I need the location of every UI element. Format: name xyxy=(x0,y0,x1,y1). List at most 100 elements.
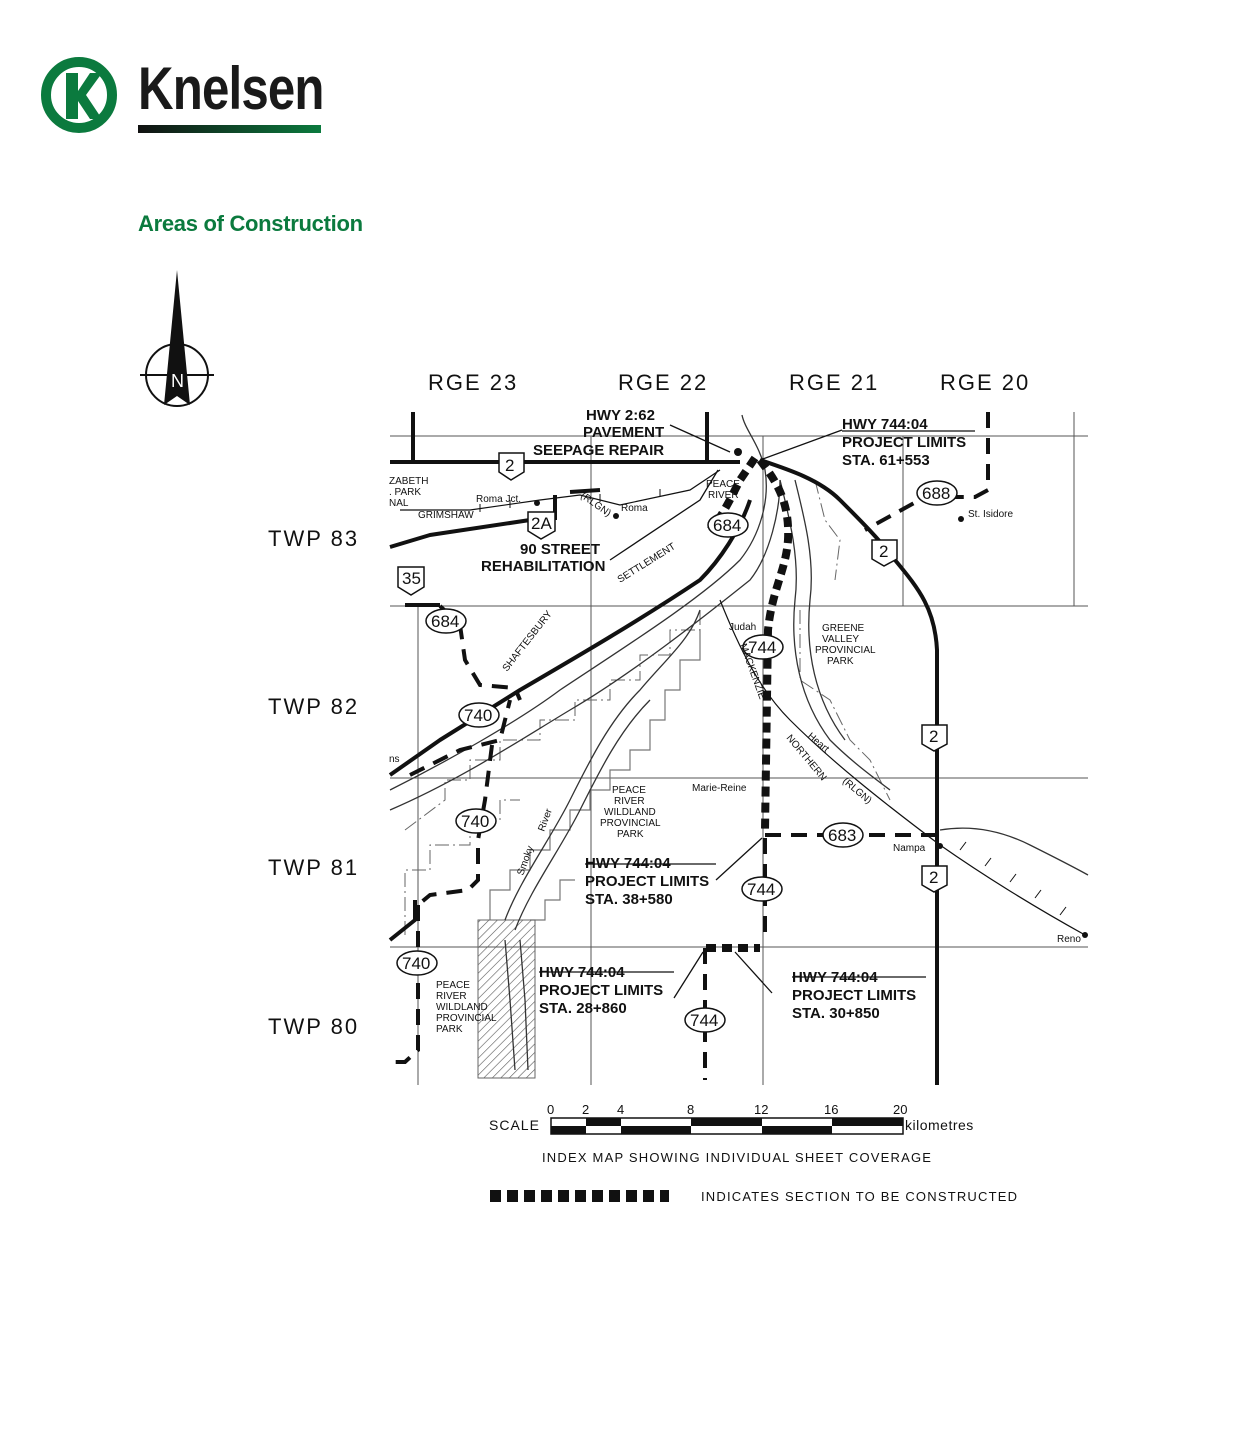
place-judah: Judah xyxy=(729,622,756,633)
place-st-isidore: St. Isidore xyxy=(968,509,1013,520)
logo-wordmark: Knelsen xyxy=(138,55,324,122)
town-markers xyxy=(534,448,1088,938)
shield-740-c: 740 xyxy=(396,950,438,976)
shield-35: 35 xyxy=(397,566,425,596)
svg-text:744: 744 xyxy=(747,880,775,899)
township-label-81: TWP 81 xyxy=(268,855,359,880)
dashed-highways xyxy=(392,412,990,1080)
logo-underline xyxy=(138,125,321,133)
svg-text:35: 35 xyxy=(402,569,421,588)
shield-744-c: 744 xyxy=(684,1007,726,1033)
limit-61553-station: STA. 61+553 xyxy=(842,452,930,469)
section-title: Areas of Construction xyxy=(138,211,363,236)
place-greene-3: PROVINCIAL xyxy=(815,645,876,656)
limit-61553-title: HWY 744:04 xyxy=(842,416,928,433)
shield-2-a: 2 xyxy=(498,452,525,481)
hwy2-subtitle: PAVEMENT xyxy=(583,424,664,441)
place-roma: Roma xyxy=(621,503,648,514)
place-peace-river-1: PEACE xyxy=(706,479,740,490)
shield-2a: 2A xyxy=(527,511,556,540)
place-grimshaw: GRIMSHAW xyxy=(418,510,474,521)
shield-744-a: 744 xyxy=(742,634,784,660)
scale-unit: kilometres xyxy=(905,1117,974,1133)
railway-ties xyxy=(479,489,1067,916)
place-peace-river-2: RIVER xyxy=(708,490,739,501)
scale-tick-2: 2 xyxy=(582,1102,589,1117)
range-label-21: RGE 21 xyxy=(789,370,879,395)
svg-text:2A: 2A xyxy=(531,514,552,533)
township-label-80: TWP 80 xyxy=(268,1014,359,1039)
street90-title: 90 STREET xyxy=(520,541,600,558)
scale-tick-4: 4 xyxy=(617,1102,624,1117)
place-rlgn: (RLGN) xyxy=(578,490,613,519)
svg-text:683: 683 xyxy=(828,826,856,845)
place-ns: ns xyxy=(389,754,400,765)
shield-2-d: 2 xyxy=(921,865,948,893)
limit-30850-title: HWY 744:04 xyxy=(792,969,878,986)
svg-text:684: 684 xyxy=(431,612,459,631)
shield-740-b: 740 xyxy=(455,808,497,834)
limit-30850-subtitle: PROJECT LIMITS xyxy=(792,987,916,1004)
shield-684-a: 684 xyxy=(707,512,749,538)
svg-text:740: 740 xyxy=(402,954,430,973)
hwy2-description: SEEPAGE REPAIR xyxy=(533,442,664,459)
limit-30850-station: STA. 30+850 xyxy=(792,1005,880,1022)
scale-bar: SCALE 0 2 4 8 12 16 20 kilometres INDEX … xyxy=(489,1102,974,1165)
svg-text:688: 688 xyxy=(922,484,950,503)
scale-tick-20: 20 xyxy=(893,1102,907,1117)
highway-shields: 2 2A 35 684 684 688 2 744 xyxy=(396,452,958,1033)
legend: INDICATES SECTION TO BE CONSTRUCTED xyxy=(490,1189,1018,1204)
range-label-20: RGE 20 xyxy=(940,370,1030,395)
limit-38580-title: HWY 744:04 xyxy=(585,855,671,872)
place-elizabeth-2: . PARK xyxy=(389,487,421,498)
shield-740-a: 740 xyxy=(458,702,500,728)
range-label-22: RGE 22 xyxy=(618,370,708,395)
svg-text:2: 2 xyxy=(929,727,938,746)
place-reno: Reno xyxy=(1057,934,1081,945)
limit-61553-subtitle: PROJECT LIMITS xyxy=(842,434,966,451)
place-peace-wild-5: PARK xyxy=(617,829,644,840)
svg-text:740: 740 xyxy=(464,706,492,725)
limit-28860-subtitle: PROJECT LIMITS xyxy=(539,982,663,999)
hatched-park-area xyxy=(477,919,536,1079)
scale-tick-0: 0 xyxy=(547,1102,554,1117)
scale-tick-12: 12 xyxy=(754,1102,768,1117)
place-elizabeth-3: NAL xyxy=(389,498,409,509)
place-peace-wild-1: PEACE xyxy=(612,785,646,796)
shield-683: 683 xyxy=(822,822,864,848)
place-peace-low-3: WILDLAND xyxy=(436,1002,488,1013)
park-boundaries xyxy=(404,479,891,935)
svg-text:2: 2 xyxy=(879,542,888,561)
scale-caption: INDEX MAP SHOWING INDIVIDUAL SHEET COVER… xyxy=(542,1150,932,1165)
knelsen-logo-mark-icon xyxy=(41,57,117,133)
place-peace-wild-2: RIVER xyxy=(614,796,645,807)
township-label-82: TWP 82 xyxy=(268,694,359,719)
place-roma-jct: Roma Jct. xyxy=(476,494,521,505)
limit-28860-station: STA. 28+860 xyxy=(539,1000,627,1017)
range-label-23: RGE 23 xyxy=(428,370,518,395)
scale-tick-16: 16 xyxy=(824,1102,838,1117)
railways xyxy=(400,469,1086,936)
shield-744-b: 744 xyxy=(741,876,783,902)
scale-tick-8: 8 xyxy=(687,1102,694,1117)
limit-28860-title: HWY 744:04 xyxy=(539,964,625,981)
legend-text: INDICATES SECTION TO BE CONSTRUCTED xyxy=(701,1189,1018,1204)
highways xyxy=(388,412,939,1085)
place-peace-low-4: PROVINCIAL xyxy=(436,1013,497,1024)
place-peace-low-2: RIVER xyxy=(436,991,467,1002)
place-nampa: Nampa xyxy=(893,843,926,854)
place-marie-reine: Marie-Reine xyxy=(692,783,747,794)
leader-lines xyxy=(539,424,975,999)
place-river: River xyxy=(536,807,555,833)
svg-text:744: 744 xyxy=(748,638,776,657)
place-peace-wild-4: PROVINCIAL xyxy=(600,818,661,829)
svg-text:684: 684 xyxy=(713,516,741,535)
svg-text:2: 2 xyxy=(505,456,514,475)
limit-38580-station: STA. 38+580 xyxy=(585,891,673,908)
place-greene-2: VALLEY xyxy=(822,634,859,645)
svg-text:2: 2 xyxy=(929,868,938,887)
township-label-83: TWP 83 xyxy=(268,526,359,551)
place-settlement: SETTLEMENT xyxy=(616,541,678,585)
north-label: N xyxy=(171,371,184,391)
